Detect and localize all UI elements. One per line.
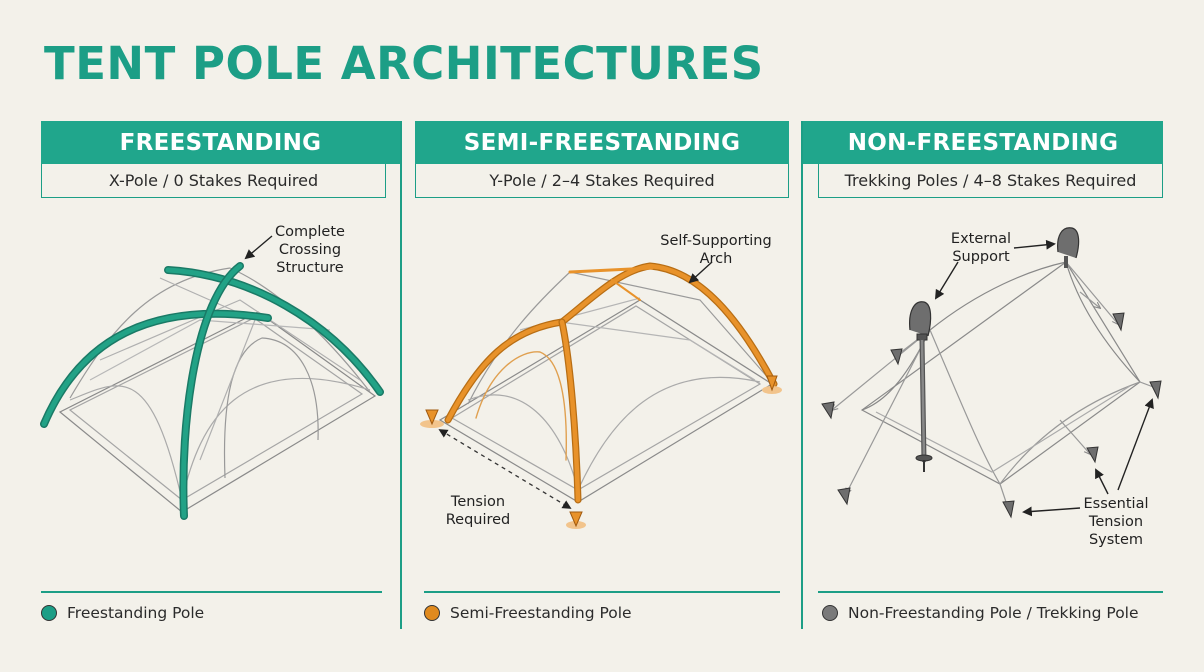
panel-header-freestanding: FREESTANDING <box>41 121 400 164</box>
non-freestanding-tent-drawing <box>832 261 1157 509</box>
annotation-line: Crossing <box>279 242 341 258</box>
legend-non-freestanding: Non-Freestanding Pole / Trekking Pole <box>822 604 1139 622</box>
annotation-line: Essential <box>1083 496 1148 512</box>
legend-rule-2 <box>424 591 780 593</box>
legend-freestanding: Freestanding Pole <box>41 604 204 622</box>
panel-subtitle-non-freestanding: Trekking Poles / 4–8 Stakes Required <box>818 164 1163 198</box>
annotation-line: Required <box>446 512 511 528</box>
panel-divider-1 <box>400 121 402 629</box>
legend-rule-3 <box>818 591 1163 593</box>
annotation-arrow <box>1022 506 1081 517</box>
annotation-arrow <box>1117 398 1154 491</box>
tent-stakes <box>821 312 1162 519</box>
page-title: TENT POLE ARCHITECTURES <box>44 37 764 90</box>
annotation-line: External <box>951 231 1011 247</box>
semi-freestanding-y-pole <box>444 262 778 504</box>
legend-label: Semi-Freestanding Pole <box>450 604 632 622</box>
legend-semi-freestanding: Semi-Freestanding Pole <box>424 604 632 622</box>
annotation-arrow <box>1095 468 1109 495</box>
panel-header-semi-freestanding: SEMI-FREESTANDING <box>415 121 789 164</box>
annotation-line: Tension <box>450 494 505 510</box>
annotation-line: Self-Supporting <box>660 233 771 249</box>
panel-semi-freestanding: SEMI-FREESTANDING Y-Pole / 2–4 Stakes Re… <box>415 121 789 629</box>
legend-label: Non-Freestanding Pole / Trekking Pole <box>848 604 1139 622</box>
panel-divider-2 <box>801 121 803 629</box>
annotation-arrow <box>1013 239 1056 250</box>
annotation-line: System <box>1089 532 1143 548</box>
annotation-arrow <box>688 261 713 284</box>
annotation-line: Structure <box>276 260 344 276</box>
annotation-line: Arch <box>700 251 733 267</box>
annotation-line: Complete <box>275 224 345 240</box>
freestanding-x-pole <box>40 262 384 520</box>
annotation-arrow <box>244 235 273 260</box>
annotation-line: Support <box>952 249 1010 265</box>
teal-dot-icon <box>41 605 57 621</box>
panel-freestanding: FREESTANDING X-Pole / 0 Stakes Required <box>41 121 400 629</box>
semi-freestanding-stakes <box>420 375 782 529</box>
freestanding-tent-drawing <box>58 267 377 513</box>
legend-label: Freestanding Pole <box>67 604 205 622</box>
panel-subtitle-semi-freestanding: Y-Pole / 2–4 Stakes Required <box>415 164 789 198</box>
panel-subtitle-freestanding: X-Pole / 0 Stakes Required <box>41 164 386 198</box>
panel-non-freestanding: NON-FREESTANDING Trekking Poles / 4–8 St… <box>803 121 1163 629</box>
trekking-pole-icon <box>1057 227 1080 268</box>
tension-dashed-arrow <box>438 429 572 509</box>
annotation-line: Tension <box>1088 514 1143 530</box>
legend-rule-1 <box>41 591 382 593</box>
annotation-arrow <box>934 261 959 300</box>
gray-dot-icon <box>822 605 838 621</box>
orange-dot-icon <box>424 605 440 621</box>
trekking-pole-icon <box>909 301 933 472</box>
panel-header-non-freestanding: NON-FREESTANDING <box>803 121 1163 164</box>
